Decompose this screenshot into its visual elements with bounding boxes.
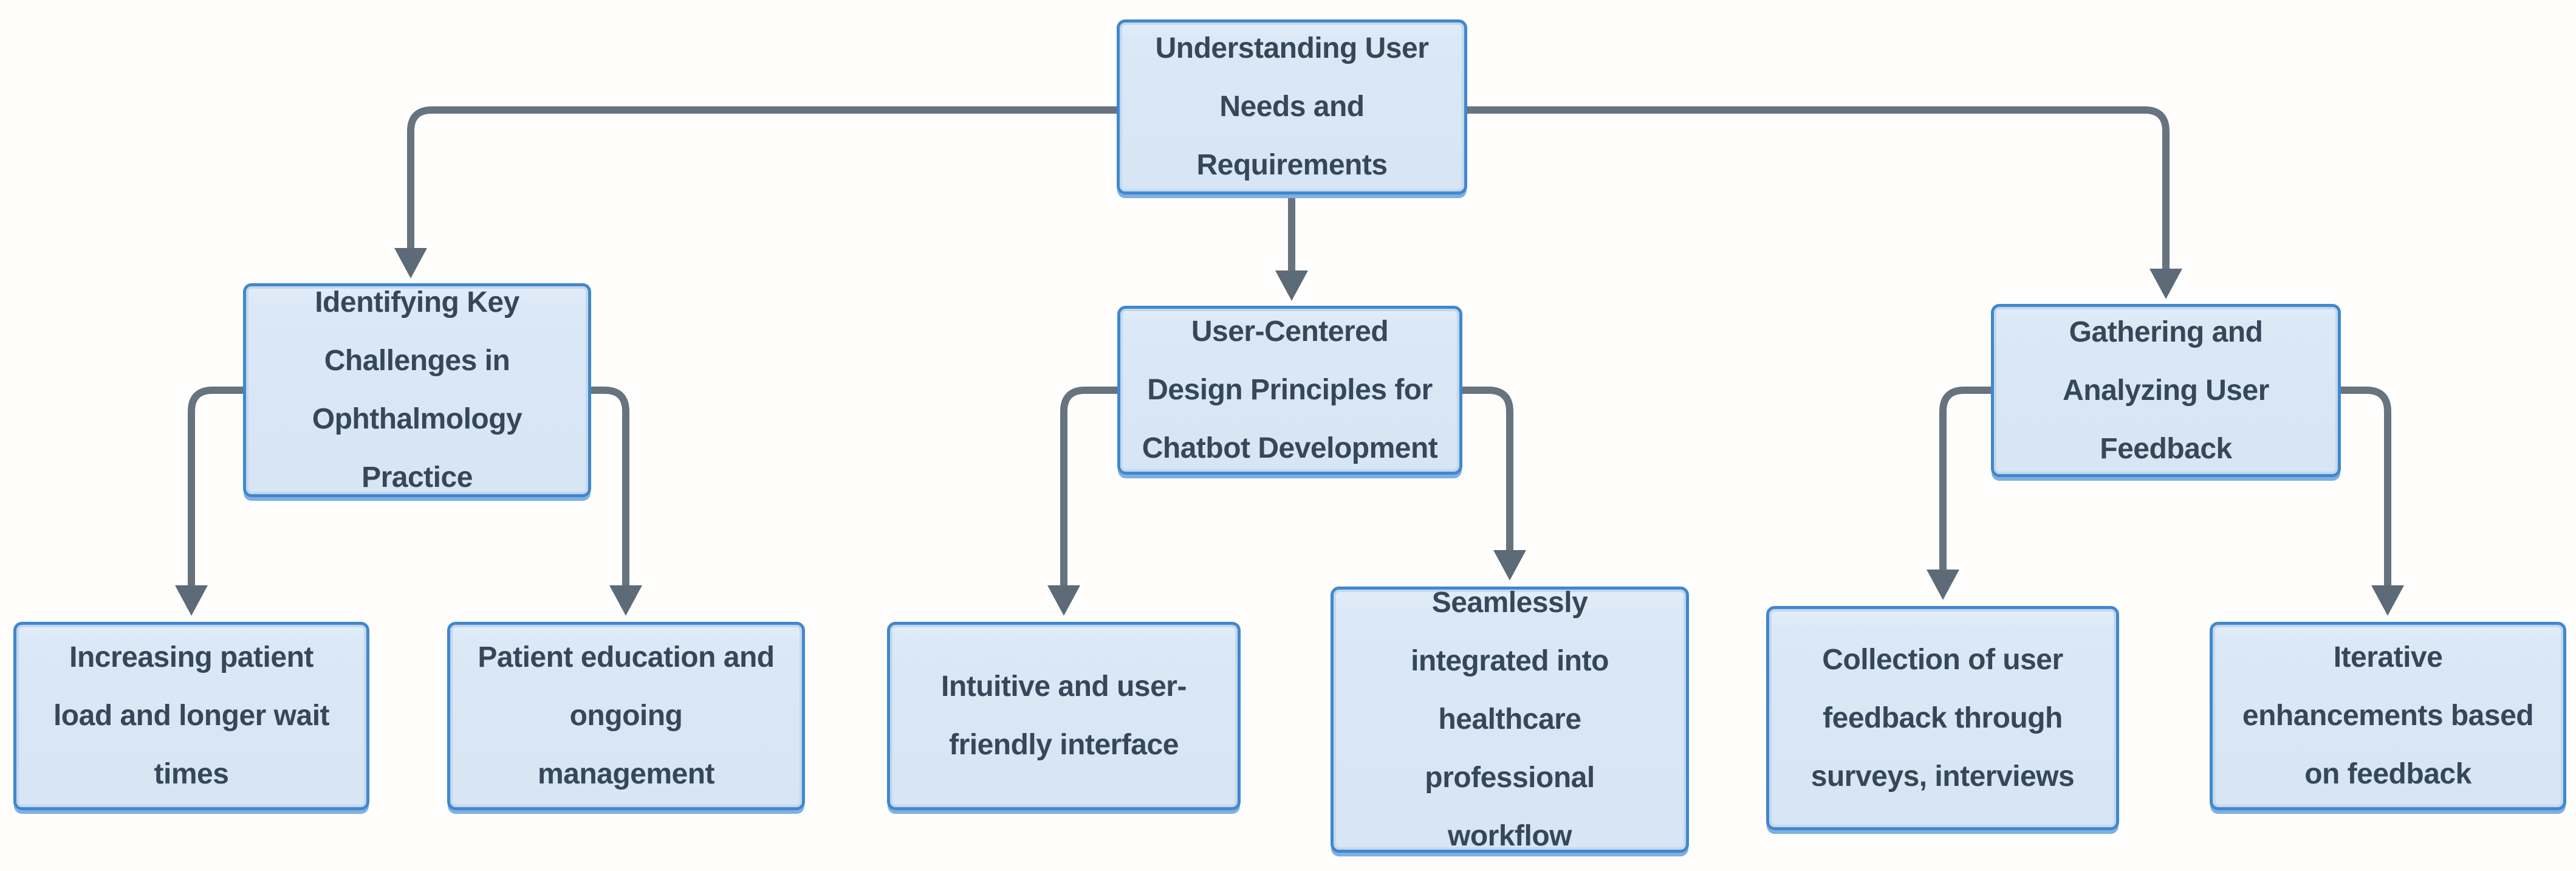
node-seamless-workflow-integration: Seamlessly integrated into healthcare pr…: [1331, 587, 1689, 853]
arrowhead-feedback-iterative: [2371, 585, 2404, 616]
node-label: Identifying Key Challenges in Ophthalmol…: [312, 286, 522, 494]
node-increasing-patient-load: Increasing patient load and longer wait …: [13, 622, 369, 810]
edge-feedback-iterative: [2341, 387, 2391, 585]
node-gathering-analyzing-feedback: Gathering and Analyzing User Feedback: [1991, 304, 2341, 477]
node-intuitive-interface: Intuitive and user- friendly interface: [887, 622, 1241, 810]
node-label: Intuitive and user- friendly interface: [941, 670, 1187, 761]
edge-root-challenges: [407, 106, 1117, 248]
edge-challenges-patientload: [188, 387, 243, 585]
arrowhead-root-feedback: [2150, 269, 2182, 299]
arrowhead-root-challenges: [394, 248, 427, 278]
node-label: Patient education and ongoing management: [478, 641, 775, 790]
node-label: Understanding User Needs and Requirement…: [1155, 32, 1429, 181]
node-identifying-key-challenges: Identifying Key Challenges in Ophthalmol…: [243, 283, 591, 497]
node-user-centered-design-principles: User-Centered Design Principles for Chat…: [1117, 306, 1462, 475]
arrowhead-challenges-education: [609, 585, 642, 616]
edge-challenges-education: [591, 387, 629, 585]
node-label: Seamlessly integrated into healthcare pr…: [1411, 587, 1609, 852]
node-label: Collection of user feedback through surv…: [1810, 643, 2075, 793]
arrowhead-design-workflow: [1493, 550, 1526, 580]
node-patient-education: Patient education and ongoing management: [447, 622, 805, 810]
node-understanding-user-needs: Understanding User Needs and Requirement…: [1117, 19, 1467, 195]
edge-feedback-collection: [1939, 387, 1991, 570]
arrowhead-feedback-collection: [1927, 570, 1959, 600]
arrowhead-challenges-patientload: [175, 585, 208, 616]
edge-design-workflow: [1462, 387, 1513, 550]
node-label: Iterative enhancements based on feedback: [2242, 641, 2534, 790]
node-feedback-collection: Collection of user feedback through surv…: [1766, 606, 2119, 830]
edge-design-interface: [1060, 387, 1117, 585]
arrowhead-root-design: [1275, 270, 1308, 301]
node-label: Increasing patient load and longer wait …: [53, 641, 330, 790]
arrowhead-design-interface: [1047, 585, 1080, 616]
edge-root-feedback: [1467, 106, 2170, 269]
node-iterative-enhancements: Iterative enhancements based on feedback: [2210, 622, 2566, 810]
node-label: User-Centered Design Principles for Chat…: [1142, 315, 1438, 464]
node-label: Gathering and Analyzing User Feedback: [2063, 315, 2269, 465]
